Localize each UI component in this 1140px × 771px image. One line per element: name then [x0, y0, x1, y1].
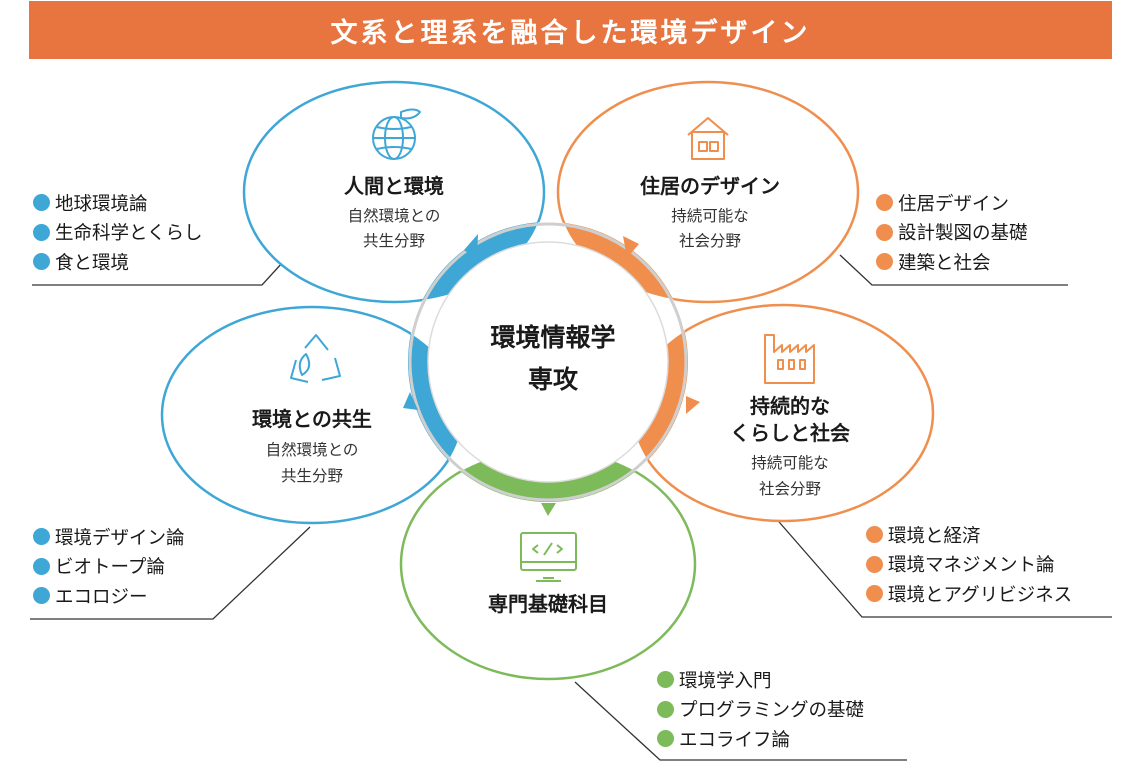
bullet-dot [866, 526, 883, 544]
list-item: 環境とアグリビジネス [866, 579, 1072, 609]
symbiosis-list: 環境デザイン論 ビオトープ論 エコロジー [33, 522, 185, 611]
list-item: 設計製図の基礎 [876, 218, 1028, 248]
bullet-dot [657, 700, 674, 718]
arrow-symbiosis [403, 392, 418, 410]
leader-line-sustainable [772, 514, 1112, 618]
list-item: 環境学入門 [657, 665, 864, 695]
bullet-dot [876, 223, 893, 241]
list-item: プログラミングの基礎 [657, 695, 864, 725]
symbiosis-sub1: 自然環境との [266, 440, 359, 459]
sustainable-sub2: 社会分野 [759, 480, 822, 498]
leader-line-symbiosis [30, 526, 311, 620]
list-item: ビオトープ論 [33, 552, 185, 582]
arrow-basics [541, 503, 556, 516]
housing-sub2: 社会分野 [679, 232, 742, 250]
house-icon [687, 117, 729, 160]
bullet-dot [876, 253, 893, 271]
list-item: エコライフ論 [657, 724, 864, 754]
list-item: 地球環境論 [33, 188, 202, 218]
list-item: 建築と社会 [876, 247, 1028, 277]
bullet-dot [657, 730, 674, 748]
leader-line-housing [839, 254, 1068, 286]
sustainable-list: 環境と経済 環境マネジメント論 環境とアグリビジネス [866, 520, 1072, 609]
list-item: 環境と経済 [866, 520, 1072, 550]
center-line1: 環境情報学 [490, 323, 615, 352]
basics-title: 専門基礎科目 [488, 592, 608, 616]
human-env-sub2: 共生分野 [363, 232, 426, 250]
arrow-human-env [464, 234, 478, 260]
sustainable-title1: 持続的な [750, 394, 830, 418]
list-item: 環境デザイン論 [33, 522, 185, 552]
code-monitor-icon [520, 532, 577, 582]
leader-lines [30, 254, 1112, 761]
bullet-dot [33, 194, 50, 212]
arrow-housing [623, 236, 639, 258]
bullet-dot [657, 671, 674, 689]
list-item: 生命科学とくらし [33, 218, 202, 248]
list-item: 環境マネジメント論 [866, 550, 1072, 580]
bullet-dot [33, 557, 50, 575]
bullet-dot [33, 223, 50, 241]
factory-icon [764, 334, 815, 384]
human-env-list: 地球環境論 生命科学とくらし 食と環境 [33, 188, 202, 277]
bullet-dot [866, 585, 883, 603]
housing-sub1: 持続可能な [671, 207, 749, 225]
page-title: 文系と理系を融合した環境デザイン [330, 17, 811, 49]
arrow-sustainable [686, 396, 700, 414]
list-item: 住居デザイン [876, 188, 1028, 218]
leader-line-human [32, 261, 284, 286]
globe-leaf-icon [372, 108, 421, 160]
list-item: 食と環境 [33, 247, 202, 277]
symbiosis-sub2: 共生分野 [281, 467, 344, 485]
bullet-dot [33, 253, 50, 271]
leader-line-basics [574, 681, 907, 761]
symbiosis-title: 環境との共生 [252, 407, 372, 431]
center-circle: 環境情報学 専攻 [403, 222, 700, 516]
bullet-dot [33, 528, 50, 546]
human-env-title: 人間と環境 [344, 174, 444, 198]
bullet-dot [876, 194, 893, 212]
bullet-dot [866, 555, 883, 573]
list-item: エコロジー [33, 581, 185, 611]
housing-list: 住居デザイン 設計製図の基礎 建築と社会 [876, 188, 1028, 277]
title-banner: 文系と理系を融合した環境デザイン [29, 1, 1112, 59]
bullet-dot [33, 587, 50, 605]
sustainable-sub1: 持続可能な [751, 454, 829, 472]
recycle-leaf-icon [290, 334, 341, 383]
basics-list: 環境学入門 プログラミングの基礎 エコライフ論 [657, 665, 864, 754]
housing-title: 住居のデザイン [640, 174, 780, 198]
sustainable-title2: くらしと社会 [730, 421, 850, 445]
human-env-sub1: 自然環境との [348, 206, 441, 225]
center-line2: 専攻 [528, 365, 579, 394]
